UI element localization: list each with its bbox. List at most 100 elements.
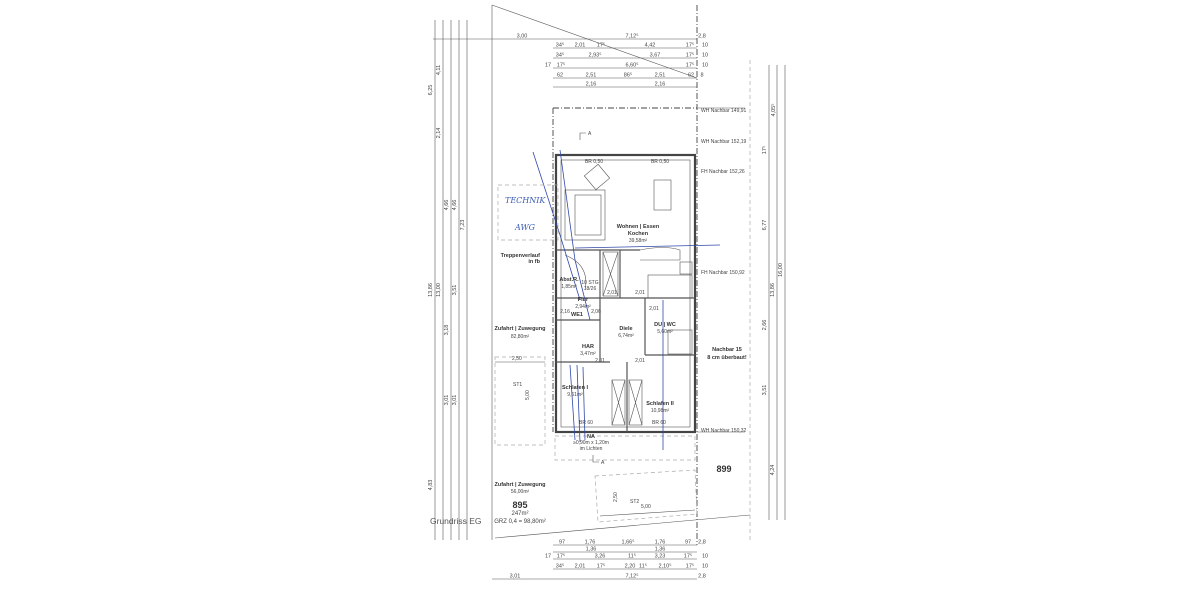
room-diele: Diele 6,74m²	[618, 326, 634, 339]
parking-space-2: 5,00 ST2 2,50	[594, 469, 698, 523]
dimension-value: 4,24	[770, 465, 776, 476]
dimension-value: 2,20	[625, 564, 636, 570]
dimension-value: 2,16	[655, 82, 666, 88]
dimension-value: 1,36	[586, 547, 597, 553]
dimension-value: 62	[688, 73, 694, 79]
dimension-value: 3,26	[595, 554, 606, 560]
dimension-value: 6,25	[428, 85, 434, 96]
dimension-value: 17	[545, 63, 551, 69]
room-name: Diele	[619, 326, 632, 332]
door-dimension: 2,01	[635, 358, 645, 364]
door-dimension: 2,01	[595, 358, 605, 364]
room-du-wc: DU | WC 5,60m²	[654, 322, 676, 335]
dimension-value: 3,51	[762, 385, 768, 396]
parking-2-id: ST2	[630, 499, 639, 505]
dimension-value: 17⁵	[557, 553, 565, 560]
dimension-value: 3,00	[517, 34, 528, 40]
dimension-value: 97	[559, 540, 565, 546]
dimension-value: 4,66	[452, 200, 458, 211]
section-marker-bottom: A	[601, 460, 605, 466]
dimension-value: 2,8	[698, 574, 706, 580]
dimension-value: 17⁵	[686, 52, 694, 59]
dimension-value: 17⁵	[684, 553, 692, 560]
dimension-value: 34⁵	[556, 42, 564, 49]
neighbor-height: WH Nachbar 152,19	[701, 139, 747, 145]
door-dimension: 2,16	[560, 309, 570, 315]
parking-2-width: 2,50	[613, 492, 619, 502]
stairs-note: Treppenverlauf	[501, 253, 541, 259]
dimension-value: 17⁵	[557, 62, 565, 69]
dimension-value: 2,16	[586, 82, 597, 88]
room-wohnen-essen-kochen: Wohnen | Essen Kochen 39,58m²	[617, 224, 660, 244]
dimension-value: 17⁵	[597, 563, 605, 570]
drawing-title: Grundriss EG	[430, 516, 482, 526]
room-area: 6,74m²	[618, 333, 634, 339]
dimension-value: 1,36	[655, 547, 666, 553]
parking-2-length: 5,00	[641, 504, 651, 510]
room-area: 2,94m²	[575, 304, 591, 310]
dimension-value: 2,51	[655, 73, 666, 79]
room-name: Abst.R.	[559, 277, 579, 283]
stair-count: 10 STG	[581, 280, 598, 286]
dimension-value: 2,8	[698, 540, 706, 546]
stair-ratio: 18/26	[584, 286, 597, 292]
dimension-value: 2,8	[698, 34, 706, 40]
door-dimension: 2,01	[649, 306, 659, 312]
handwritten-note-technik: TECHNIK	[505, 196, 546, 205]
dimension-value: 2,14	[436, 128, 442, 139]
dimension-value: 10	[702, 63, 708, 69]
parking-1-width: 2,50	[512, 356, 522, 362]
entrance-label: WE1	[571, 312, 583, 318]
room-area: 9,61m²	[567, 392, 583, 398]
room-area: 3,47m²	[580, 351, 596, 357]
stairs: 10 STG 18/26	[581, 280, 598, 292]
dimension-value: 3,67	[650, 53, 661, 59]
neighbor-height: WH Nachbar 149,91	[701, 108, 747, 114]
room-har: HAR 3,47m²	[580, 344, 596, 357]
neighbor-height: FH Nachbar 150,92	[701, 270, 745, 276]
access-upper-name: Zufahrt | Zuwegung	[494, 326, 545, 332]
neighbor-plot-number: 899	[716, 464, 731, 474]
dimension-value: 6,77	[762, 220, 768, 231]
dimension-value: 16,00	[778, 263, 784, 277]
room-schlafen-1: Schlafen I 9,61m²	[562, 385, 588, 398]
dimension-value: 11⁵	[628, 553, 636, 560]
room-name-2: Kochen	[628, 231, 649, 237]
room-name: Schlafen II	[646, 401, 674, 407]
plot-area: 247m²	[511, 511, 528, 517]
dimension-value: 17⁵	[686, 62, 694, 69]
handwritten-note-2: AWG	[514, 223, 536, 232]
dimension-value: 17⁵	[761, 146, 768, 154]
dimension-value: 10	[702, 564, 708, 570]
door-dimension: 2,06	[591, 309, 601, 315]
dimension-value: 62	[557, 73, 563, 79]
parking-space-1: 2,50 ST1 5,00	[494, 356, 546, 446]
dimension-value: 7,12⁵	[626, 573, 639, 580]
dimension-value: 2,01	[575, 43, 586, 49]
dimension-value: 1,66⁵	[622, 539, 635, 546]
dimension-value: 13,00	[436, 283, 442, 297]
section-arrow-icon	[592, 455, 599, 463]
dimension-value: 10	[702, 554, 708, 560]
room-schlafen-2: Schlafen II 10,98m²	[646, 401, 674, 414]
dimension-value: 4,66	[444, 200, 450, 211]
dimension-value: 34⁵	[556, 52, 564, 59]
dimension-value: 3,23	[655, 554, 666, 560]
dimension-value: 17⁵	[686, 42, 694, 49]
plot-number: 895	[512, 500, 527, 510]
dimension-value: 3,51	[452, 285, 458, 296]
dimension-value: 3,01	[510, 574, 521, 580]
dimension-value: 2,51	[586, 73, 597, 79]
plot-boundary	[491, 4, 751, 545]
emergency-exit-note: im Lichten	[580, 446, 603, 452]
dimension-value: 34⁵	[556, 563, 564, 570]
neighbor-note-2: 8 cm überbaut!	[707, 355, 747, 361]
room-name: Flur	[578, 297, 589, 303]
room-name: HAR	[582, 344, 594, 350]
dimension-value: 2,01	[575, 564, 586, 570]
pen-annotations: TECHNIK AWG	[497, 149, 721, 450]
dimension-value: 97	[685, 540, 691, 546]
dimension-value: 7,23	[460, 220, 466, 231]
